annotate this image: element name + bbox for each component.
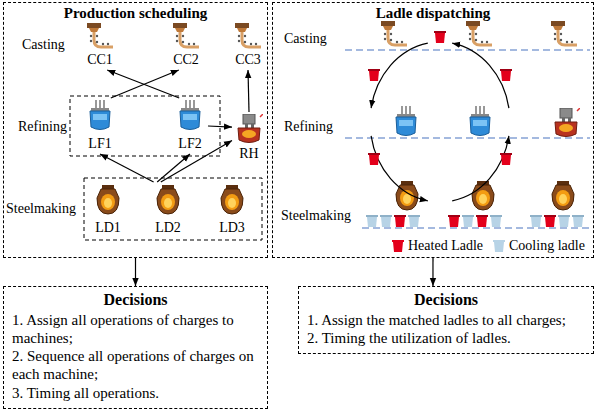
stage-label: Refining xyxy=(18,119,67,134)
swatch-ladle xyxy=(392,240,404,252)
icon-part xyxy=(530,215,542,227)
node-title: CC3 xyxy=(235,52,261,67)
caster-icon xyxy=(173,23,199,47)
caster-node: CC3 xyxy=(232,20,264,70)
legend-text: Heated Ladle xyxy=(408,238,483,253)
icon-part xyxy=(394,215,406,227)
decision-box: Decisions1. Assign all operations of cha… xyxy=(3,286,268,409)
icon-part xyxy=(500,69,512,81)
node-title: CC1 xyxy=(87,52,113,67)
steelmaking-group-box xyxy=(84,178,262,240)
icon-part xyxy=(500,153,512,165)
flow-arrow xyxy=(208,126,232,127)
refining-group-box xyxy=(70,96,220,156)
stage-label: Casting xyxy=(22,37,65,52)
node-text: 2. Timing the utilization of ladles. xyxy=(307,329,585,347)
node-text: 1. Assign all operations of charges to m… xyxy=(12,311,259,348)
icon-part xyxy=(434,31,446,43)
icon-part xyxy=(368,153,380,165)
icon-part xyxy=(490,215,502,227)
legend-item: Heated Ladle xyxy=(392,238,483,253)
legend-swatch xyxy=(392,239,404,253)
icon-part xyxy=(371,136,428,201)
node-title: LD1 xyxy=(95,220,121,235)
icon-part xyxy=(371,43,428,108)
node-title: CC2 xyxy=(173,52,199,67)
caster-icon xyxy=(87,23,113,47)
converter-icon xyxy=(396,181,418,210)
stage-label: Refining xyxy=(284,119,333,134)
waiting-ladles xyxy=(366,215,584,227)
icon-part xyxy=(558,215,570,227)
converter-icon xyxy=(157,185,179,214)
node-title: Decisions xyxy=(307,290,585,310)
ladle-furnace-icon xyxy=(180,100,200,130)
node-title: LD3 xyxy=(219,220,245,235)
icon-part xyxy=(452,43,509,108)
caster-node: CC1 xyxy=(82,20,118,70)
icon-part xyxy=(572,215,584,227)
icon-part xyxy=(362,227,590,228)
heated-ladles xyxy=(368,31,512,165)
icon-part xyxy=(462,215,474,227)
caster-icon xyxy=(381,21,407,45)
ladle-furnace-icon xyxy=(396,106,416,136)
flow-arrow xyxy=(248,70,249,112)
icon-part xyxy=(366,215,378,227)
flow-arrow xyxy=(432,258,433,286)
converter-icon xyxy=(221,185,243,214)
icon-part xyxy=(345,137,590,138)
legend: Heated Ladle Cooling ladle xyxy=(392,238,585,253)
icon-part xyxy=(448,215,460,227)
node-title: LF1 xyxy=(88,136,111,151)
converter-node: LD2 xyxy=(150,182,186,238)
rh-degasser-icon xyxy=(555,108,580,137)
node-text: 3. Timing all operations. xyxy=(12,384,259,402)
swatch-ladle xyxy=(493,240,505,252)
rh-degasser-icon xyxy=(238,114,263,143)
ladle-furnace-icon xyxy=(90,100,110,130)
node-text: 2. Sequence all operations of charges on… xyxy=(12,347,259,384)
ladle-cycle xyxy=(371,43,509,201)
ladle-furnace-node: LF1 xyxy=(82,98,118,154)
caster-icon xyxy=(551,21,577,45)
flow-arrow xyxy=(100,154,154,182)
icon-part xyxy=(452,136,509,201)
icon-part xyxy=(476,215,488,227)
icon-part xyxy=(544,215,556,227)
node-title: Production scheduling xyxy=(4,5,267,22)
converter-icon xyxy=(552,181,574,210)
rh-node: RH xyxy=(232,112,266,164)
icon-part xyxy=(368,69,380,81)
icon-part xyxy=(408,215,420,227)
flow-arrow xyxy=(107,70,179,98)
node-title: RH xyxy=(239,146,258,161)
caster-node: CC2 xyxy=(168,20,204,70)
converter-node: LD3 xyxy=(214,182,250,238)
stage-label: Casting xyxy=(284,31,327,46)
icon-part xyxy=(380,215,392,227)
legend-text: Cooling ladle xyxy=(509,238,585,253)
node-title: LF2 xyxy=(178,136,201,151)
node-title: Decisions xyxy=(12,290,259,310)
converter-node: LD1 xyxy=(90,182,126,238)
legend-swatch xyxy=(493,239,505,253)
node-title: LD2 xyxy=(155,220,181,235)
decision-box: Decisions1. Assign the matched ladles to… xyxy=(298,286,594,354)
ladle-furnace-icon xyxy=(470,106,490,136)
node-text: 1. Assign the matched ladles to all char… xyxy=(307,311,585,329)
caster-icon xyxy=(466,21,492,45)
icon-part xyxy=(345,49,590,50)
node-title: Ladle dispatching xyxy=(273,5,593,22)
stage-label: Steelmaking xyxy=(281,208,351,223)
ladle-furnace-node: LF2 xyxy=(172,98,208,154)
stage-label: Steelmaking xyxy=(6,201,76,216)
legend-item: Cooling ladle xyxy=(493,238,585,253)
flow-arrow xyxy=(135,258,136,286)
converter-icon xyxy=(97,185,119,214)
caster-icon xyxy=(235,23,261,47)
